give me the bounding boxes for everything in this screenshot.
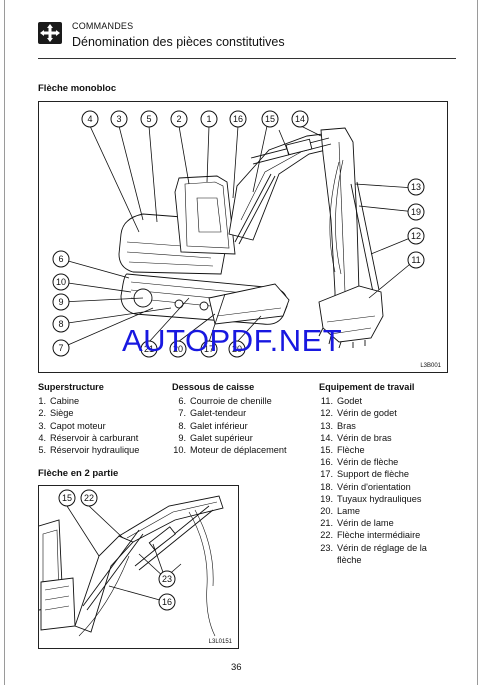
list-item: 4.Réservoir à carburant xyxy=(38,432,139,443)
svg-text:4: 4 xyxy=(87,114,92,124)
svg-text:3: 3 xyxy=(116,114,121,124)
callout-13: 13 xyxy=(407,178,425,196)
callout-6: 6 xyxy=(52,250,70,268)
svg-text:14: 14 xyxy=(295,114,305,124)
page-number: 36 xyxy=(231,662,242,673)
list-item: 22.Flèche intermédiaire xyxy=(320,530,421,541)
list-item: 13.Bras xyxy=(320,420,356,431)
list-item: 12.Vérin de godet xyxy=(320,408,397,419)
callout-4: 4 xyxy=(81,110,99,128)
callout-8: 8 xyxy=(52,315,70,333)
callout-1: 1 xyxy=(200,110,218,128)
svg-text:21: 21 xyxy=(144,344,154,354)
svg-text:13: 13 xyxy=(411,182,421,192)
excavator-monoblock-figure: 4 3 5 2 1 16 15 14 13 19 12 11 6 10 9 8 … xyxy=(38,101,448,373)
svg-text:15: 15 xyxy=(265,114,275,124)
callout-16: 16 xyxy=(158,593,176,611)
watermark: AUTOPDF.NET xyxy=(122,323,343,358)
list-item: 23.Vérin de réglage de la xyxy=(320,542,427,553)
svg-text:6: 6 xyxy=(58,254,63,264)
header-divider xyxy=(38,58,456,59)
list-item: 15.Flèche xyxy=(320,445,365,456)
equipment-heading: Equipement de travail xyxy=(319,382,415,392)
list-item: 2.Siège xyxy=(38,408,74,419)
svg-text:23: 23 xyxy=(162,574,172,584)
svg-text:5: 5 xyxy=(146,114,151,124)
list-item: 16.Vérin de flèche xyxy=(320,457,399,468)
callout-20: 20 xyxy=(169,340,187,358)
excavator-drawing: 4 3 5 2 1 16 15 14 13 19 12 11 6 10 9 8 … xyxy=(52,110,425,358)
svg-text:19: 19 xyxy=(411,207,421,217)
list-item: 1.Cabine xyxy=(38,396,80,407)
list-item-continuation: flèche xyxy=(337,554,362,565)
undercarriage-list: Dessous de caisse 6.Courroie de chenille… xyxy=(172,381,287,456)
list-item: 11.Godet xyxy=(320,396,363,407)
svg-text:7: 7 xyxy=(58,343,63,353)
svg-text:12: 12 xyxy=(411,231,421,241)
page-border xyxy=(4,0,478,685)
two-piece-boom-drawing: 15 22 23 16 xyxy=(39,489,224,637)
list-item: 18.Vérin d'orientation xyxy=(320,481,411,492)
list-item: 10.Moteur de déplacement xyxy=(173,445,287,456)
callout-5: 5 xyxy=(140,110,158,128)
callout-15: 15 xyxy=(58,489,76,507)
svg-text:20: 20 xyxy=(232,344,242,354)
callout-16: 16 xyxy=(229,110,247,128)
callout-22: 22 xyxy=(80,489,98,507)
list-item: 17.Support de flèche xyxy=(320,469,410,480)
list-item: 14.Vérin de bras xyxy=(320,432,392,443)
svg-text:15: 15 xyxy=(62,493,72,503)
list-item: 9.Galet supérieur xyxy=(178,432,253,443)
callout-14: 14 xyxy=(291,110,309,128)
list-item: 20.Lame xyxy=(320,506,360,517)
callout-19: 19 xyxy=(407,203,425,221)
figure2-title: Flèche en 2 partie xyxy=(38,468,119,479)
list-item: 3.Capot moteur xyxy=(38,420,106,431)
list-item: 8.Galet inférieur xyxy=(178,420,248,431)
callout-20b: 20 xyxy=(228,340,246,358)
callout-17: 17 xyxy=(200,340,218,358)
svg-text:2: 2 xyxy=(176,114,181,124)
list-item: 21.Vérin de lame xyxy=(320,518,394,529)
svg-text:10: 10 xyxy=(56,277,66,287)
svg-text:17: 17 xyxy=(204,344,214,354)
superstructure-heading: Superstructure xyxy=(38,382,104,392)
superstructure-list: Superstructure 1.Cabine 2.Siège 3.Capot … xyxy=(38,381,139,456)
svg-text:11: 11 xyxy=(411,255,420,265)
list-item: 6.Courroie de chenille xyxy=(178,396,272,407)
callout-12: 12 xyxy=(407,227,425,245)
equipment-list: Equipement de travail 11.Godet 12.Vérin … xyxy=(319,381,469,566)
callout-15: 15 xyxy=(261,110,279,128)
section-label: COMMANDES xyxy=(72,21,134,31)
figure1-title: Flèche monobloc xyxy=(38,83,117,94)
svg-text:8: 8 xyxy=(58,319,63,329)
list-item: 19.Tuyaux hydrauliques xyxy=(320,493,422,504)
callout-7: 7 xyxy=(52,339,70,357)
svg-text:16: 16 xyxy=(162,597,172,607)
callout-10: 10 xyxy=(52,273,70,291)
svg-text:22: 22 xyxy=(84,493,94,503)
svg-text:1: 1 xyxy=(206,114,211,124)
callout-11: 11 xyxy=(407,251,425,269)
callout-23: 23 xyxy=(158,570,176,588)
figure2-reference: L3L0151 xyxy=(208,639,232,645)
callout-2: 2 xyxy=(170,110,188,128)
callout-21: 21 xyxy=(140,340,158,358)
list-item: 5.Réservoir hydraulique xyxy=(38,445,140,456)
svg-text:20: 20 xyxy=(173,344,183,354)
undercarriage-heading: Dessous de caisse xyxy=(172,382,255,392)
page-title: Dénomination des pièces constitutives xyxy=(72,35,285,49)
svg-text:16: 16 xyxy=(233,114,243,124)
list-item: 7.Galet-tendeur xyxy=(178,408,247,419)
controls-arrows-icon xyxy=(38,22,62,44)
two-piece-boom-figure: 15 22 23 16 L3L0151 xyxy=(38,485,239,649)
callout-9: 9 xyxy=(52,293,70,311)
callout-3: 3 xyxy=(110,110,128,128)
svg-text:9: 9 xyxy=(58,297,63,307)
figure1-reference: L3B001 xyxy=(420,363,441,369)
